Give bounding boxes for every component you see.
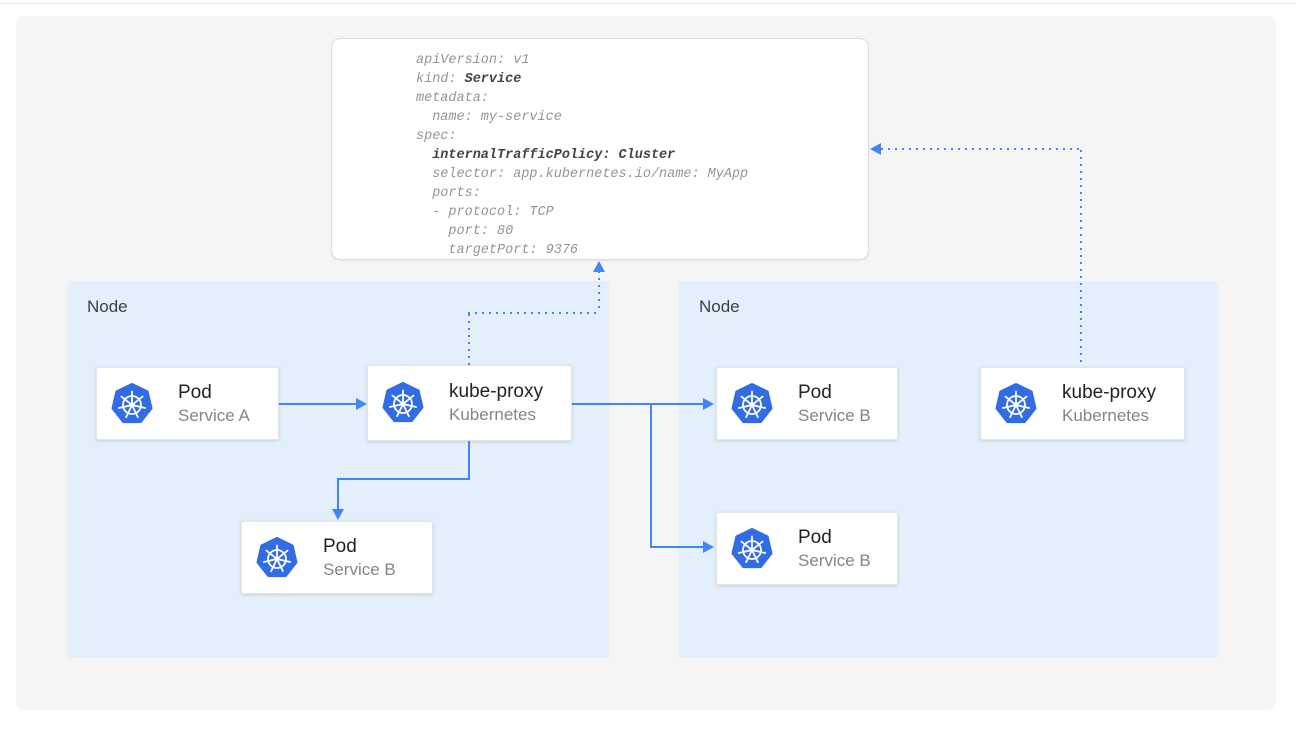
node-box-right: Node [679, 281, 1218, 658]
yaml-config-card: apiVersion: v1 kind: Service metadata: n… [331, 38, 869, 260]
code-line: spec: [416, 127, 868, 146]
pod-service-b-card-right-bottom: Pod Service B [716, 512, 898, 585]
dotted-edge-kube-proxy-left-v2 [598, 271, 600, 312]
card-subtitle: Service B [798, 405, 871, 425]
edge-pod-a-to-kube-proxy [279, 403, 357, 405]
code-line: apiVersion: v1 [416, 51, 868, 70]
edge-kube-proxy-to-pod-right-bottom-horizontal [650, 546, 704, 548]
code-line: - protocol: TCP [416, 203, 868, 222]
card-subtitle: Service B [323, 559, 396, 579]
code-segment: kind: [416, 72, 465, 87]
dotted-edge-kube-proxy-left-h [468, 312, 600, 314]
code-segment: name: my-service [416, 110, 562, 125]
code-segment: selector: app.kubernetes.io/name: MyApp [416, 167, 749, 182]
edge-kube-proxy-to-pod-b-left-v1 [468, 441, 470, 480]
code-segment: - protocol: TCP [416, 205, 554, 220]
kube-proxy-card-left: kube-proxy Kubernetes [367, 365, 572, 441]
edge-kube-proxy-to-pod-right-top [572, 403, 704, 405]
card-title: Pod [323, 535, 357, 557]
code-line: selector: app.kubernetes.io/name: MyApp [416, 165, 868, 184]
code-segment: ports: [416, 186, 481, 201]
code-line: name: my-service [416, 108, 868, 127]
card-subtitle: Service A [178, 405, 250, 425]
kubernetes-icon [255, 536, 299, 580]
edge-kube-proxy-to-pod-right-bottom-vertical [650, 403, 652, 548]
code-line: internalTrafficPolicy: Cluster [416, 146, 868, 165]
code-segment: spec: [416, 129, 457, 144]
code-segment: Service [464, 72, 522, 87]
arrowhead-pod-a-to-kube-proxy [356, 398, 367, 410]
card-title: kube-proxy [1062, 381, 1156, 403]
card-title: Pod [798, 381, 832, 403]
card-subtitle: Service B [798, 550, 871, 570]
code-segment: internalTrafficPolicy: Cluster [432, 148, 676, 163]
code-segment: apiVersion: v1 [416, 53, 530, 68]
code-line: targetPort: 9376 [416, 241, 868, 260]
arrowhead-kube-proxy-right-to-yaml [870, 143, 881, 155]
card-subtitle: Kubernetes [449, 405, 536, 424]
card-title: Pod [178, 381, 212, 403]
arrowhead-kube-proxy-to-pod-right-top [703, 398, 714, 410]
dotted-edge-kube-proxy-right-v [1080, 150, 1082, 367]
edge-kube-proxy-to-pod-b-left-h [337, 478, 470, 480]
pod-service-b-card-left: Pod Service B [241, 521, 433, 594]
page-top-divider [0, 3, 1296, 4]
kubernetes-icon [381, 381, 425, 425]
dotted-edge-kube-proxy-left-v1 [468, 314, 470, 365]
code-segment: targetPort: 9376 [416, 243, 579, 258]
code-segment: metadata: [416, 91, 489, 106]
pod-service-a-card: Pod Service A [96, 367, 279, 440]
card-title: kube-proxy [449, 381, 543, 402]
node-box-left: Node [67, 281, 609, 658]
code-line: kind: Service [416, 70, 868, 89]
kubernetes-icon [994, 382, 1038, 426]
code-line: ports: [416, 184, 868, 203]
code-segment [416, 148, 432, 163]
code-line: metadata: [416, 89, 868, 108]
edge-kube-proxy-to-pod-b-left-v2 [337, 478, 339, 511]
code-line: port: 80 [416, 222, 868, 241]
card-subtitle: Kubernetes [1062, 405, 1149, 425]
node-label: Node [87, 297, 128, 316]
kube-proxy-card-right: kube-proxy Kubernetes [980, 367, 1185, 440]
kubernetes-icon [730, 527, 774, 571]
pod-service-b-card-right-top: Pod Service B [716, 367, 898, 440]
arrowhead-kube-proxy-left-to-yaml [593, 261, 605, 272]
arrowhead-kube-proxy-to-pod-right-bottom [703, 541, 714, 553]
kubernetes-icon [110, 382, 154, 426]
arrowhead-kube-proxy-to-pod-b-left [332, 509, 344, 520]
card-title: Pod [798, 526, 832, 548]
dotted-edge-kube-proxy-right-h [881, 148, 1082, 150]
code-segment: port: 80 [416, 224, 514, 239]
node-label: Node [699, 297, 740, 316]
kubernetes-icon [730, 382, 774, 426]
